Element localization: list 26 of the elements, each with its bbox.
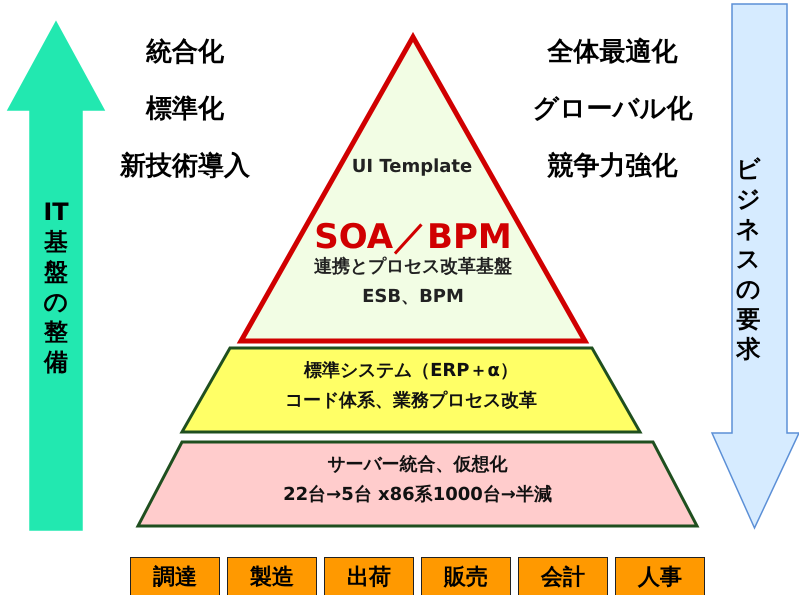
department-box: 調達: [130, 557, 220, 595]
department-box: 会計: [518, 557, 608, 595]
tier-label: ESB、BPM: [361, 285, 465, 308]
department-box: 出荷: [324, 557, 414, 595]
goal-text: 新技術導入: [118, 150, 251, 183]
pyramid-tier: [180, 346, 642, 434]
pyramid-tier: [136, 440, 699, 528]
department-box: 販売: [421, 557, 511, 595]
department-box: 製造: [227, 557, 317, 595]
tier-heading: SOA／BPM: [313, 216, 513, 257]
tier-label: 22台→5台 x86系1000台→半減: [282, 483, 553, 506]
up-arrow: [8, 22, 104, 530]
goal-text: 標準化: [144, 93, 225, 126]
arrow-label: ビジネスの要求: [734, 154, 762, 364]
goal-text: グローバル化: [532, 93, 694, 126]
goal-text: 統合化: [145, 36, 225, 69]
tier-label: コード体系、業務プロセス改革: [284, 389, 538, 412]
goal-text: 競争力強化: [546, 150, 678, 183]
department-box: 人事: [615, 557, 705, 595]
tier-label: 標準システム（ERP＋α）: [302, 359, 519, 382]
tier-label: サーバー統合、仮想化: [326, 453, 508, 476]
tier-label: UI Template: [350, 156, 474, 177]
down-arrow: [710, 4, 799, 528]
goal-text: 全体最適化: [546, 36, 678, 69]
tier-label: 連携とプロセス改革基盤: [313, 255, 513, 278]
arrow-label: IT基盤の整備: [42, 197, 70, 377]
